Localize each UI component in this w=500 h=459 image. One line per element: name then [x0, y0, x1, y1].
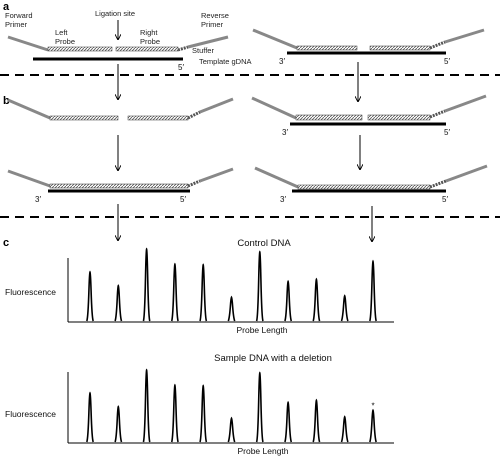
peak-10	[340, 415, 349, 443]
reverse-primer	[445, 164, 488, 183]
sample-dna-chart: Sample DNA with a deletion Fluorescence …	[5, 353, 394, 456]
five-prime-label: 5′	[178, 63, 184, 72]
reverse-primer	[199, 167, 234, 183]
peak-8	[284, 400, 293, 443]
peak-9	[312, 398, 321, 443]
x-axis-label: Probe Length	[236, 325, 287, 335]
left-probe	[49, 115, 119, 121]
five-prime-label: 5′	[444, 57, 450, 66]
peak-8	[284, 279, 293, 322]
right-probe	[115, 46, 179, 52]
five-prime-label: 5′	[442, 195, 448, 204]
peak-5	[199, 384, 208, 443]
y-axis-label: Fluorescence	[5, 287, 56, 297]
peak-7	[255, 371, 264, 443]
left-probe-label: Left	[55, 28, 68, 37]
three-prime-label: 3′	[35, 195, 41, 204]
peak-4	[170, 262, 179, 322]
template-gdna-label: Template gDNA	[199, 57, 252, 66]
five-prime-label: 5′	[180, 195, 186, 204]
x-axis-label: Probe Length	[237, 446, 288, 456]
peak-10	[340, 294, 349, 322]
stuffer-sequence	[429, 179, 447, 189]
peak-11	[369, 408, 377, 443]
ligated-probe	[49, 183, 189, 189]
reverse-primer	[444, 28, 485, 44]
peak-2	[114, 405, 123, 443]
peak-2	[114, 284, 123, 322]
forward-primer	[252, 28, 298, 50]
reverse-primer-label: Primer	[201, 20, 224, 29]
forward-primer	[251, 96, 297, 120]
right-probe	[367, 114, 431, 121]
forward-primer-label: Primer	[5, 20, 28, 29]
chart-title: Sample DNA with a deletion	[214, 353, 332, 364]
panel-label-a: a	[3, 1, 10, 13]
right-probe	[127, 115, 189, 121]
three-prime-label: 3′	[279, 57, 285, 66]
forward-primer	[7, 169, 51, 188]
forward-primer	[7, 98, 51, 120]
right-probe-label: Probe	[140, 37, 160, 46]
forward-primer-label: Forward	[5, 11, 33, 20]
peak-1	[86, 391, 94, 443]
left-probe-label: Probe	[55, 37, 75, 46]
stuffer-sequence	[429, 40, 446, 50]
reverse-primer	[187, 35, 229, 49]
peak-6	[227, 295, 236, 322]
chart-title: Control DNA	[237, 238, 291, 249]
peak-9	[312, 277, 321, 322]
y-axis-label: Fluorescence	[5, 409, 56, 419]
left-probe	[295, 114, 363, 121]
deletion-marker: *	[371, 401, 374, 410]
stuffer-sequence	[187, 110, 201, 120]
forward-primer	[254, 166, 299, 189]
peak-1	[86, 270, 94, 322]
stuffer-sequence	[429, 109, 446, 119]
peak-6	[227, 416, 236, 443]
panel-label-b: b	[3, 95, 10, 107]
peak-11	[369, 259, 377, 322]
peak-4	[170, 383, 179, 443]
stuffer-sequence	[187, 179, 201, 188]
control-dna-chart: Control DNA Fluorescence Probe Length	[5, 238, 394, 335]
forward-primer	[7, 35, 49, 52]
reverse-primer	[444, 94, 487, 113]
three-prime-label: 3′	[282, 128, 288, 137]
ligated-probe	[297, 184, 431, 190]
peak-3	[142, 368, 151, 443]
left-probe	[296, 45, 358, 51]
left-probe	[47, 46, 113, 52]
reverse-primer-label: Reverse	[201, 11, 229, 20]
five-prime-label: 5′	[444, 128, 450, 137]
peak-3	[142, 247, 151, 322]
reverse-primer	[199, 97, 234, 114]
stuffer-label: Stuffer	[192, 46, 214, 55]
peak-7	[255, 250, 264, 322]
right-probe	[369, 45, 431, 51]
stuffer-sequence	[177, 45, 189, 52]
peak-5	[199, 263, 208, 322]
ligation-site-label: Ligation site	[95, 9, 135, 18]
panel-label-c: c	[3, 237, 9, 249]
right-probe-label: Right	[140, 28, 158, 37]
three-prime-label: 3′	[280, 195, 286, 204]
